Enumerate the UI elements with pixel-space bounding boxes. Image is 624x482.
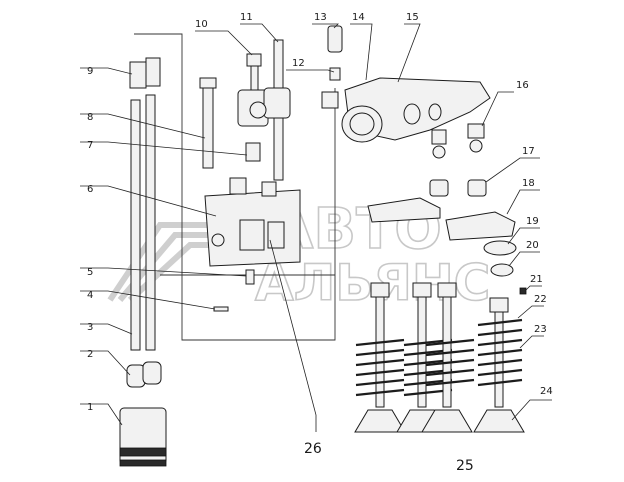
rod-cap-part-8 (199, 77, 217, 89)
callout-13: 13 (314, 12, 327, 23)
callout-5: 5 (87, 267, 93, 278)
valve-assembly-3 (421, 282, 475, 433)
callout-3: 3 (87, 322, 93, 333)
callout-11: 11 (240, 12, 253, 23)
bushing-part-9 (129, 57, 161, 89)
callout-labels: 1 2 3 4 5 6 7 8 9 10 11 12 13 14 15 16 1… (87, 12, 553, 474)
tappet-head-part-2 (126, 361, 162, 388)
rocker-arm-part-15 (321, 77, 491, 143)
adjusting-screw-part-13 (327, 25, 343, 53)
tappet-part-1 (119, 407, 167, 467)
bolt-part-10 (246, 53, 262, 97)
contact-part-16 (467, 123, 485, 153)
callout-2: 2 (87, 349, 93, 360)
callout-1: 1 (87, 402, 93, 413)
callout-10: 10 (195, 19, 208, 30)
valve-assembly-4 (473, 297, 525, 433)
callout-8: 8 (87, 112, 93, 123)
callout-24: 24 (540, 386, 553, 397)
retainer-part-20 (490, 263, 514, 277)
bushing-part-7 (245, 142, 261, 162)
callout-14: 14 (352, 12, 365, 23)
valve-cap-part-17 (467, 179, 487, 197)
callout-15: 15 (406, 12, 419, 23)
callout-21: 21 (530, 274, 543, 285)
callout-23: 23 (534, 324, 547, 335)
callout-6: 6 (87, 184, 93, 195)
keeper-part-21 (519, 287, 527, 295)
callout-18: 18 (522, 178, 535, 189)
pin-part-4 (213, 306, 229, 312)
rod-part-8 (202, 87, 214, 169)
leader-lines (80, 23, 552, 432)
housing-part-6 (204, 177, 301, 267)
callout-7: 7 (87, 140, 93, 151)
pin-part-5 (245, 269, 255, 285)
valve-bridge-part-18 (445, 211, 516, 241)
rocker-support (237, 87, 291, 127)
callout-16: 16 (516, 80, 529, 91)
callout-25: 25 (456, 458, 474, 474)
spring-seat-part-19 (483, 240, 517, 256)
valve-bridge-a (367, 197, 441, 223)
callout-4: 4 (87, 290, 93, 301)
callout-17: 17 (522, 146, 535, 157)
contact-left (431, 129, 447, 159)
valve-assembly-1 (354, 282, 406, 433)
callout-20: 20 (526, 240, 539, 251)
valve-cap-b (429, 179, 449, 197)
nut-part-12 (329, 67, 341, 81)
callout-19: 19 (526, 216, 539, 227)
assembly-frame-left (134, 33, 336, 341)
callout-22: 22 (534, 294, 547, 305)
callout-12: 12 (292, 58, 305, 69)
push-rod-part-3 (130, 94, 156, 351)
callout-9: 9 (87, 66, 93, 77)
callout-26: 26 (304, 441, 322, 457)
